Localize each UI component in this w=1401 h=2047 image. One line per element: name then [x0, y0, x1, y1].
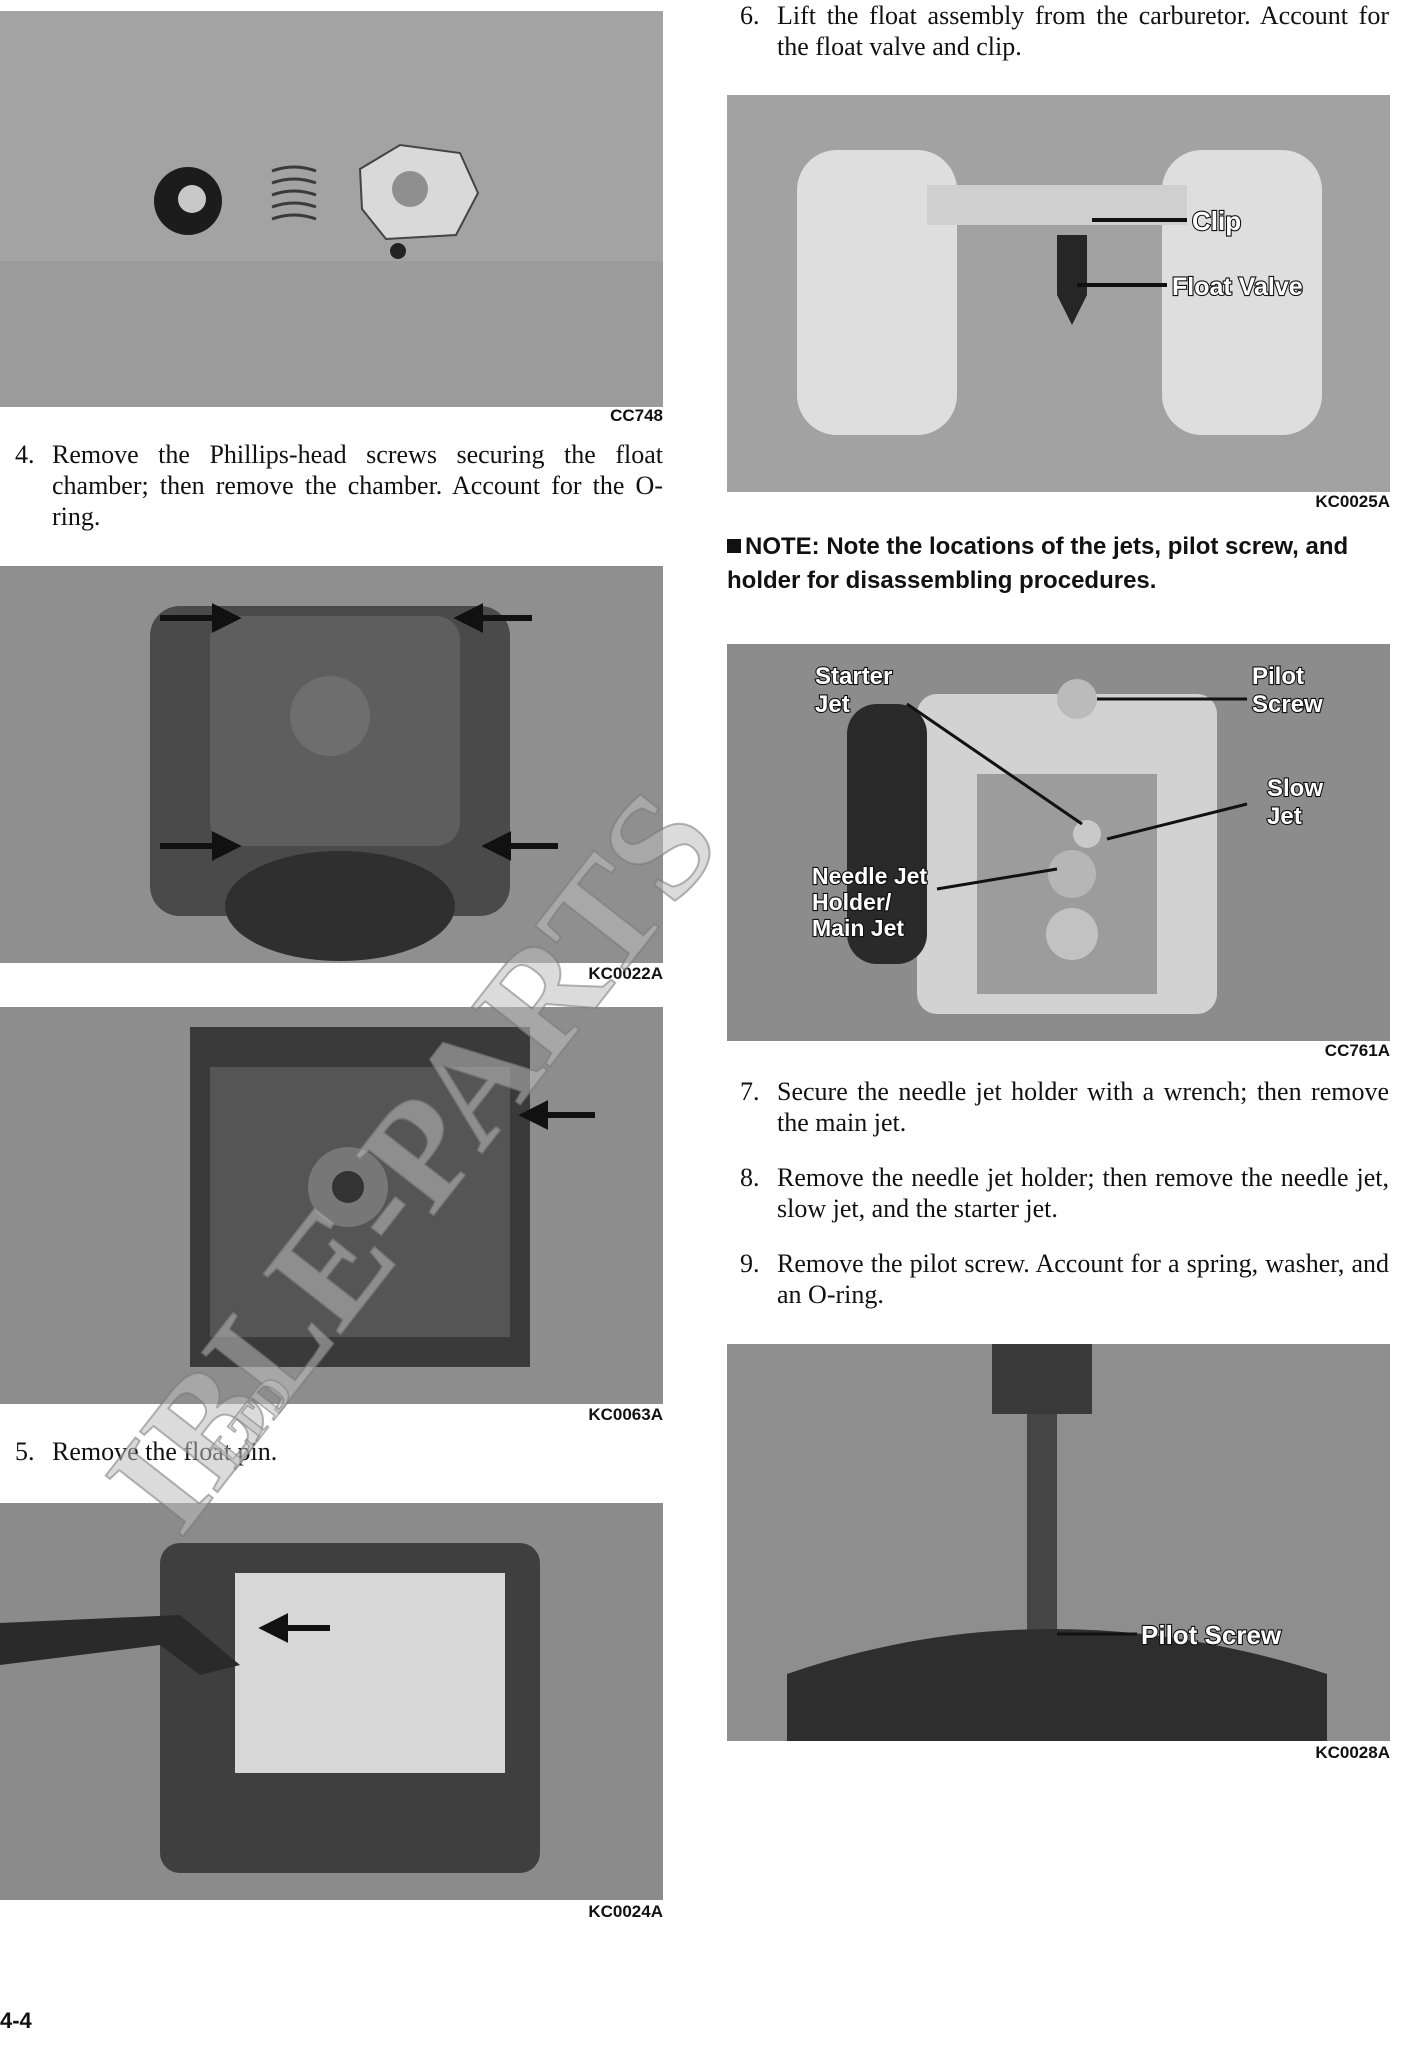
step-9: 9. Remove the pilot screw. Account for a… [740, 1248, 1389, 1310]
label-pilot-screw: Pilot Screw [1141, 1620, 1282, 1650]
photo-kc0022a [0, 566, 663, 963]
step-text: Remove the pilot screw. Account for a sp… [777, 1249, 1389, 1309]
note-square-icon [727, 539, 741, 553]
label-pilot-screw: Pilot [1252, 663, 1304, 690]
step-text: Lift the float assembly from the carbure… [777, 1, 1389, 61]
figure-caption: CC761A [1324, 1041, 1390, 1060]
step-7: 7. Secure the needle jet holder with a w… [740, 1076, 1389, 1138]
step-text: Remove the needle jet holder; then remov… [777, 1163, 1389, 1223]
step-5: 5. Remove the float pin. [15, 1436, 663, 1467]
label-clip: Clip [1192, 206, 1241, 236]
photo-kc0063a [0, 1007, 663, 1404]
page-number: 4-4 [0, 2008, 32, 2033]
step-number: 9. [740, 1249, 760, 1278]
label-needle-jet: Needle Jet [812, 863, 927, 889]
step-number: 5. [15, 1437, 35, 1466]
photo-cc748 [0, 11, 663, 407]
label-needle-jet: Holder/ [812, 889, 892, 915]
note: NOTE: Note the locations of the jets, pi… [727, 530, 1390, 598]
step-number: 7. [740, 1077, 760, 1106]
step-4: 4. Remove the Phillips-head screws secur… [15, 439, 663, 532]
label-slow-jet: Slow [1267, 775, 1323, 802]
label-pilot-screw: Screw [1252, 691, 1323, 718]
step-text: Remove the float pin. [52, 1437, 278, 1466]
figure-caption: KC0024A [588, 1902, 663, 1921]
step-6: 6. Lift the float assembly from the carb… [740, 0, 1389, 62]
step-8: 8. Remove the needle jet holder; then re… [740, 1162, 1389, 1224]
step-number: 4. [15, 440, 35, 469]
figure-caption: KC0025A [1315, 492, 1390, 511]
label-needle-jet: Main Jet [812, 915, 904, 941]
figure-caption: KC0028A [1315, 1743, 1390, 1762]
photo-kc0024a [0, 1503, 663, 1900]
label-starter-jet: Starter [815, 663, 892, 690]
label-float-valve: Float Valve [1172, 273, 1303, 301]
step-text: Remove the Phillips-head screws securing… [52, 440, 663, 531]
note-text: NOTE: Note the locations of the jets, pi… [727, 533, 1349, 594]
step-text: Secure the needle jet holder with a wren… [777, 1077, 1389, 1137]
figure-caption: KC0063A [588, 1405, 663, 1424]
step-number: 6. [740, 1, 760, 30]
label-starter-jet: Jet [815, 691, 850, 718]
photo-cc761a: Starter Jet Pilot Screw Slow Jet Needle … [727, 644, 1390, 1041]
step-number: 8. [740, 1163, 760, 1192]
photo-kc0025a: Clip Float Valve [727, 95, 1390, 492]
photo-kc0028a: Pilot Screw [727, 1344, 1390, 1741]
figure-caption: CC748 [610, 406, 663, 425]
label-slow-jet: Jet [1267, 803, 1302, 830]
figure-caption: KC0022A [588, 964, 663, 983]
